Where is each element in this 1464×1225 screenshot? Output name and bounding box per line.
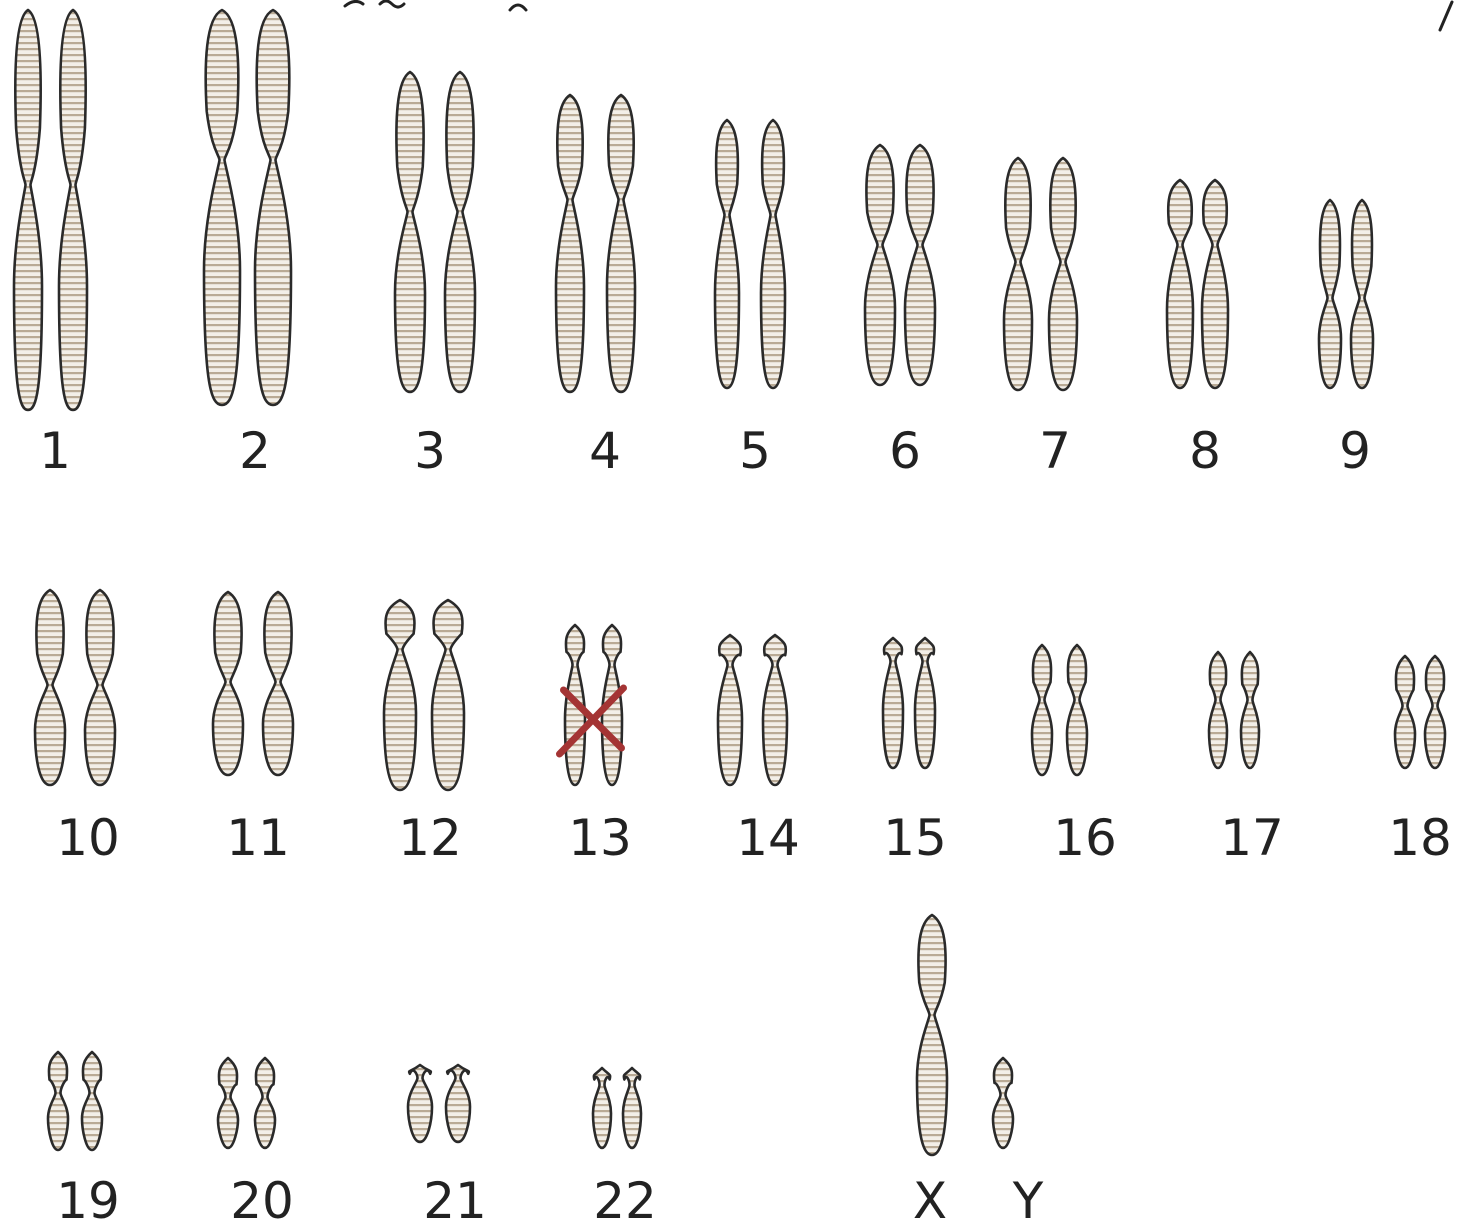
sex-chromosomes (917, 915, 1013, 1155)
pair-label-18: 18 (1388, 809, 1452, 867)
chromosome-6-a (865, 145, 895, 385)
chromosome-pair-2 (204, 10, 291, 405)
chromosome-14-b (763, 635, 787, 785)
chromosome-pair-16 (1032, 645, 1087, 775)
chromosome-pair-6 (865, 145, 935, 385)
chromosome-6-b (905, 145, 935, 385)
chromosome-15-a (883, 638, 903, 768)
chromosome-pair-17 (1209, 652, 1259, 768)
chromosome-18-b (1425, 656, 1445, 768)
sex-label-X: X (913, 1172, 947, 1225)
chromosome-10-a (35, 590, 65, 785)
cropped-handwriting (345, 1, 1452, 30)
chromosome-pair-22 (593, 1068, 641, 1148)
chromosome-Y (993, 1058, 1013, 1148)
chromosome-16-a (1032, 645, 1052, 775)
chromosome-4-b (607, 95, 635, 392)
chromosome-pair-1 (14, 10, 87, 410)
chromosome-pair-3 (395, 72, 475, 392)
pair-label-10: 10 (56, 809, 120, 867)
chromosome-pair-12 (384, 600, 464, 790)
pair-label-20: 20 (230, 1172, 294, 1225)
pair-label-1: 1 (39, 422, 71, 480)
pair-label-4: 4 (589, 422, 621, 480)
pair-label-14: 14 (736, 809, 800, 867)
pair-label-9: 9 (1339, 422, 1371, 480)
chromosome-pair-10 (35, 590, 115, 785)
pair-label-13: 13 (568, 809, 632, 867)
chromosome-pair-9 (1319, 200, 1373, 388)
chromosome-pair-13 (565, 625, 622, 785)
chromosome-pair-21 (408, 1065, 470, 1142)
chromosome-2-a (204, 10, 240, 405)
pair-label-21: 21 (423, 1172, 487, 1225)
pair-label-2: 2 (239, 422, 271, 480)
chromosome-5-b (761, 120, 785, 388)
chromosome-3-b (445, 72, 475, 392)
chromosome-11-a (213, 592, 243, 775)
chromosome-10-b (85, 590, 115, 785)
pair-label-3: 3 (414, 422, 446, 480)
chromosome-7-a (1004, 158, 1032, 390)
chromosome-21-b (446, 1065, 470, 1142)
chromosome-8-a (1167, 180, 1193, 388)
pair-label-8: 8 (1189, 422, 1221, 480)
chromosome-19-a (48, 1052, 68, 1150)
chromosome-14-a (718, 635, 742, 785)
chromosome-5-a (715, 120, 739, 388)
chromosome-3-a (395, 72, 425, 392)
sex-label-Y: Y (1012, 1172, 1044, 1225)
chromosome-pair-20 (218, 1058, 275, 1148)
chromosome-1-b (59, 10, 87, 410)
chromosome-X (917, 915, 947, 1155)
chromosome-7-b (1049, 158, 1077, 390)
chromosome-9-b (1351, 200, 1373, 388)
chromosome-19-b (82, 1052, 102, 1150)
pair-label-22: 22 (593, 1172, 657, 1225)
label-layer: 12345678910111213141516171819202122XY (39, 422, 1452, 1225)
chromosome-pair-8 (1167, 180, 1228, 388)
chromosome-22-b (623, 1068, 641, 1148)
pair-label-6: 6 (889, 422, 921, 480)
pair-label-17: 17 (1220, 809, 1284, 867)
chromosome-20-a (218, 1058, 238, 1148)
pair-label-11: 11 (226, 809, 290, 867)
pair-label-7: 7 (1039, 422, 1071, 480)
chromosome-pair-5 (715, 120, 785, 388)
chromosome-21-a (408, 1065, 432, 1142)
chromosome-4-a (556, 95, 584, 392)
chromosome-12-b (432, 600, 464, 790)
chromosome-18-a (1395, 656, 1415, 768)
pair-label-5: 5 (739, 422, 771, 480)
pair-label-16: 16 (1053, 809, 1117, 867)
chromosome-pair-19 (48, 1052, 102, 1150)
chromosome-pair-11 (213, 592, 293, 775)
chromosome-22-a (593, 1068, 611, 1148)
chromosome-8-b (1202, 180, 1228, 388)
chromosome-20-b (255, 1058, 275, 1148)
chromosome-1-a (14, 10, 42, 410)
chromosome-pair-4 (556, 95, 635, 392)
chromosome-16-b (1067, 645, 1087, 775)
pair-label-12: 12 (398, 809, 462, 867)
pair-label-19: 19 (56, 1172, 120, 1225)
chromosome-12-a (384, 600, 416, 790)
chromosome-15-b (915, 638, 935, 768)
chromosome-11-b (263, 592, 293, 775)
chromosome-9-a (1319, 200, 1341, 388)
chromosome-17-a (1209, 652, 1227, 768)
chromosome-2-b (255, 10, 291, 405)
chromosome-17-b (1241, 652, 1259, 768)
chromosome-pair-14 (718, 635, 787, 785)
chromosome-layer (14, 10, 1445, 1155)
pair-label-15: 15 (883, 809, 947, 867)
chromosome-pair-18 (1395, 656, 1445, 768)
chromosome-pair-15 (883, 638, 935, 768)
chromosome-pair-7 (1004, 158, 1077, 390)
